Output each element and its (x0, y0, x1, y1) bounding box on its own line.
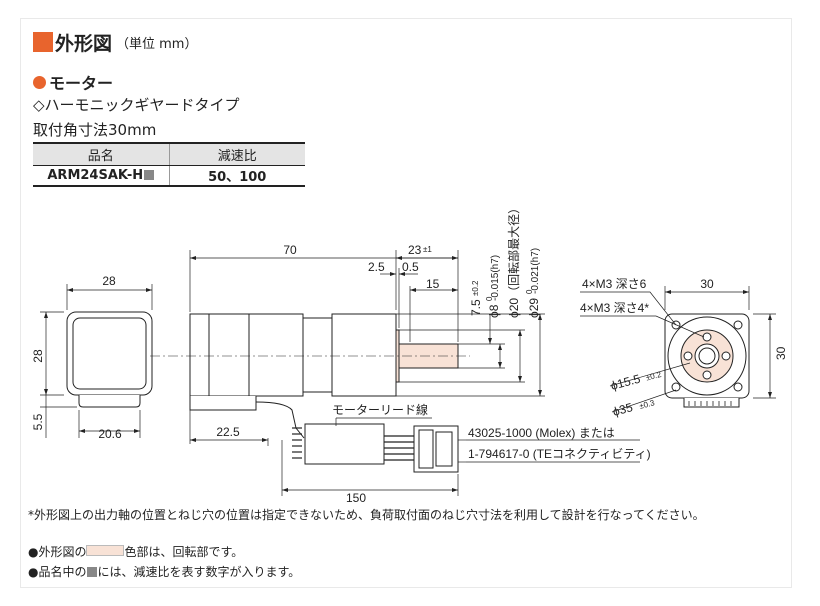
dim-side-bottom-left: 5.5 (31, 413, 45, 430)
side-view-foot (78, 395, 141, 408)
motor-body (208, 313, 250, 397)
note-rotating-part: ●外形図の 色部は、回転部です。 (28, 543, 243, 560)
dim-phi20: ϕ20（回転部最大径） (506, 202, 521, 318)
dim-phi29: ϕ29 (527, 298, 541, 318)
dim-phi29-tolerance: -0.021(h7) (530, 248, 541, 294)
dim-22-5: 22.5 (216, 425, 240, 439)
dim-front-width: 30 (700, 277, 714, 291)
dim-phi29-zero: 0 (525, 289, 534, 294)
label-holes-depth4: 4×M3 深さ4* (580, 301, 649, 315)
dim-150: 150 (346, 491, 366, 505)
side-view-inner (72, 317, 147, 390)
spec-header-model: 品名 (33, 142, 169, 166)
dim-phi8-zero: 0 (485, 296, 494, 301)
note-rotating-part-a: ●外形図の (28, 545, 87, 559)
spec-cell-ratio: 50、100 (168, 165, 305, 187)
dim-side-left: 28 (31, 349, 45, 363)
lead-wires (292, 427, 414, 461)
spec-model-text: ARM24SAK-H (47, 168, 144, 183)
front-view-shaft-inner (698, 347, 716, 365)
dim-side-bottom: 20.6 (98, 427, 122, 441)
dim-2-5: 2.5 (368, 260, 385, 274)
connector-latch (418, 429, 434, 469)
lead-sleeve (304, 423, 385, 465)
section-heading-text: モーター (49, 74, 114, 93)
front-view-outer-circle (667, 316, 747, 396)
page-title: 外形図 （単位 mm） (33, 30, 198, 55)
dim-shaft-tolerance: ±1 (423, 245, 432, 254)
label-holes-depth6: 4×M3 深さ6 (582, 277, 647, 291)
spec-table: 品名 減速比 ARM24SAK-H 50、100 (33, 142, 305, 187)
dim-shaft-length: 23 (408, 243, 422, 257)
dim-pcd-15-5-tolerance: ±0.2 (645, 370, 663, 383)
orange-dot-icon (33, 75, 46, 89)
label-connector-2: 1-794617-0 (TEコネクティビティ) (468, 447, 651, 461)
dim-side-top: 28 (102, 274, 116, 288)
section-heading: モーター (33, 70, 113, 94)
title-square-icon (33, 32, 53, 52)
side-view-body (66, 311, 153, 396)
note-model-suffix-b: には、減速比を表す数字が入ります。 (97, 565, 301, 579)
title-text: 外形図 (55, 32, 113, 55)
section-size: 取付角寸法30mm (33, 121, 157, 139)
label-connector-1: 43025-1000 (Molex) または (468, 426, 615, 440)
section-type: ◇ハーモニックギヤードタイプ (33, 96, 240, 114)
dim-front-height: 30 (774, 346, 788, 360)
note-model-suffix-a: ●品名中の (28, 565, 87, 579)
dim-7-5-tolerance: ±0.2 (471, 280, 480, 296)
dim-15: 15 (426, 277, 440, 291)
note-rotating-part-b: 色部は、回転部です。 (124, 545, 244, 559)
note-position: *外形図上の出力軸の位置とねじ穴の位置は指定できないため、負荷取付面のねじ穴寸法… (28, 508, 705, 522)
lead-wire-bend (255, 401, 305, 439)
dim-7-5: 7.5 (469, 299, 483, 316)
spec-header-ratio: 減速比 (168, 142, 305, 166)
dim-0-5: 0.5 (402, 260, 419, 274)
placeholder-box-icon (144, 170, 155, 180)
gearhead-section (302, 317, 333, 393)
motor-foot (189, 396, 257, 411)
note-model-suffix: ●品名中のには、減速比を表す数字が入ります。 (28, 563, 300, 580)
dim-phi8-tolerance: -0.015(h7) (490, 255, 501, 301)
dim-pcd-15-5: ϕ15.5 (609, 372, 642, 393)
dim-phi8: ϕ8 (487, 304, 501, 318)
title-unit: （単位 mm） (116, 36, 198, 52)
gearhead-body (248, 313, 304, 397)
spec-cell-model: ARM24SAK-H (33, 165, 169, 187)
dim-pcd-35: ϕ35 (611, 400, 634, 419)
front-flange (331, 313, 397, 397)
page-frame (20, 18, 792, 588)
label-lead-wire: モーターリード線 (332, 402, 428, 417)
dim-pcd-35-tolerance: ±0.3 (638, 398, 656, 411)
rotating-color-swatch-icon (86, 545, 125, 556)
placeholder-box-icon (87, 567, 98, 577)
motor-rear-cap (189, 313, 210, 397)
dim-overall: 70 (283, 243, 297, 257)
connector-housing (435, 431, 453, 467)
